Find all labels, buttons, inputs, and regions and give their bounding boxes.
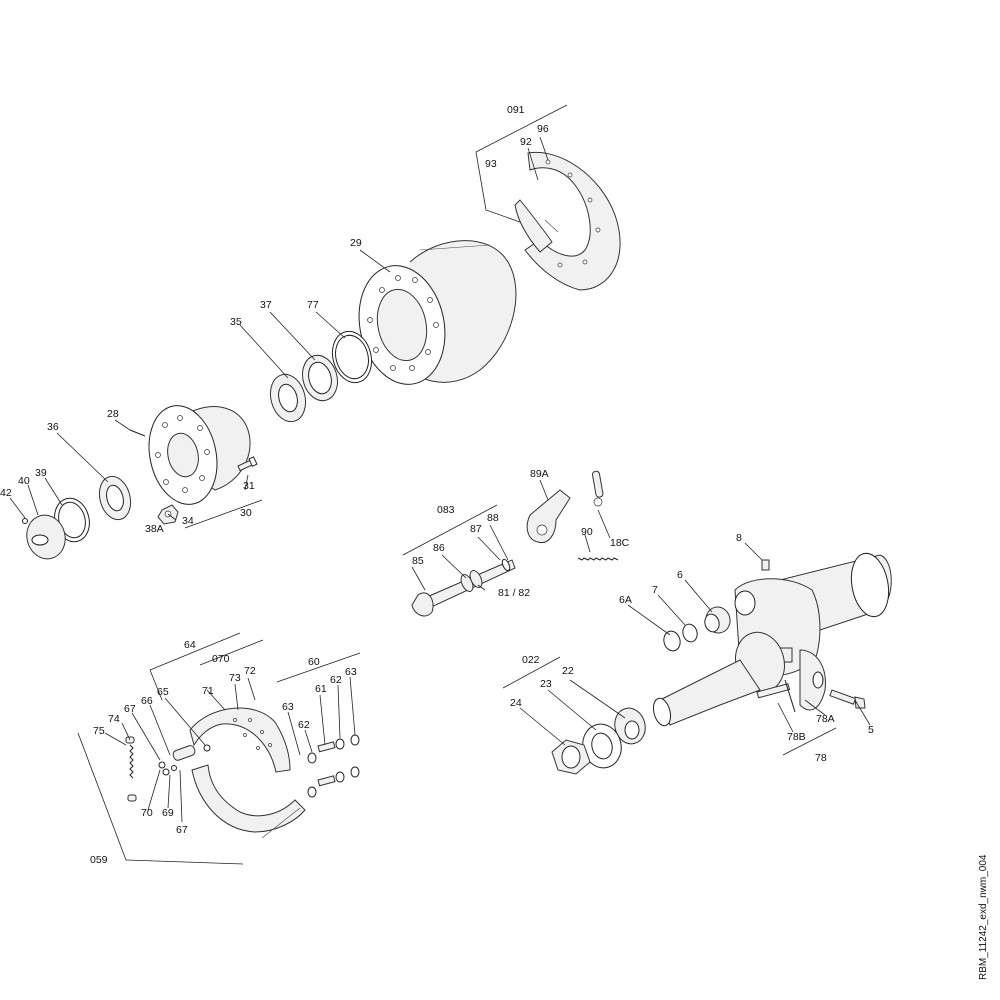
axle-beam [652,552,892,727]
label-39: 39 [35,467,47,479]
label-71: 71 [202,685,214,697]
label-86: 86 [433,542,445,554]
wheel-hub [148,405,251,505]
label-78: 78 [815,752,827,764]
label-78B: 78B [787,731,806,743]
label-42: 42 [0,487,12,499]
label-75: 75 [93,725,105,737]
label-6A: 6A [619,594,632,606]
lock-washer [614,707,646,745]
axle-nut [551,739,591,775]
label-6: 6 [677,569,683,581]
label-8: 8 [736,532,742,544]
label-62-right: 62 [330,674,342,686]
label-070: 070 [212,653,230,665]
label-78A: 78A [816,713,835,725]
shoe-spring [125,736,137,802]
label-69: 69 [162,807,174,819]
hub-pin [129,429,146,437]
label-64: 64 [184,639,196,651]
brake-drum [358,240,517,385]
label-63-left: 63 [282,701,294,713]
outer-bearing-cone [269,373,307,423]
part-labels: 091 96 92 93 29 37 77 35 28 36 39 40 42 … [0,104,874,866]
axle-bolt [829,689,866,709]
label-7: 7 [652,584,658,596]
shoe-clips [158,744,211,776]
label-88: 88 [487,512,499,524]
label-92: 92 [520,136,532,148]
label-74: 74 [108,713,120,725]
bushing-seal [682,623,698,643]
label-72: 72 [244,665,256,677]
label-059: 059 [90,854,108,866]
label-22: 22 [562,665,574,677]
clevis [591,470,604,507]
return-spring [577,557,619,561]
label-083: 083 [437,504,455,516]
label-90: 90 [581,526,593,538]
label-36: 36 [47,421,59,433]
cap-bolt [22,518,28,524]
leader-lines [9,104,871,865]
label-87: 87 [470,523,482,535]
brake-shoe-upper [189,707,291,773]
label-18C: 18C [610,537,630,549]
grease-nipple [761,559,770,571]
label-66: 66 [141,695,153,707]
label-67-top: 67 [124,703,136,715]
label-29: 29 [350,237,362,249]
label-60: 60 [308,656,320,668]
label-63-right: 63 [345,666,357,678]
slack-adjuster [526,489,571,544]
label-091: 091 [507,104,525,116]
label-40: 40 [18,475,30,487]
hub-cap [26,514,66,560]
label-70: 70 [141,807,153,819]
label-73: 73 [229,672,241,684]
label-89A: 89A [530,468,549,480]
label-37: 37 [260,299,272,311]
label-38A: 38A [145,523,164,535]
label-62-left: 62 [298,719,310,731]
label-34: 34 [182,515,194,527]
label-77: 77 [307,299,319,311]
outer-bearing-cup [302,354,338,402]
brake-shoe-lower [191,764,306,839]
label-67-bottom: 67 [176,824,188,836]
label-96: 96 [537,123,549,135]
label-31: 31 [243,480,255,492]
label-24: 24 [510,697,522,709]
label-28: 28 [107,408,119,420]
label-85: 85 [412,555,424,567]
thrust-washer [582,723,622,769]
label-5: 5 [868,724,874,736]
drawing-id: RBM_11242_exd_nwm_004 [978,854,989,980]
label-30: 30 [240,507,252,519]
label-93: 93 [485,158,497,170]
dust-shield [514,151,621,291]
label-61: 61 [315,683,327,695]
camshaft [411,558,516,617]
hub-seal [331,330,373,384]
wheel-bolt [237,456,258,472]
inner-bearing [98,475,132,521]
o-ring [663,630,681,652]
shoe-rollers [307,734,360,798]
label-81-82: 81 / 82 [498,587,530,599]
cam-bushing [704,606,731,634]
label-35: 35 [230,316,242,328]
anchor-pins [756,679,796,713]
label-23: 23 [540,678,552,690]
label-022: 022 [522,654,540,666]
label-65: 65 [157,686,169,698]
